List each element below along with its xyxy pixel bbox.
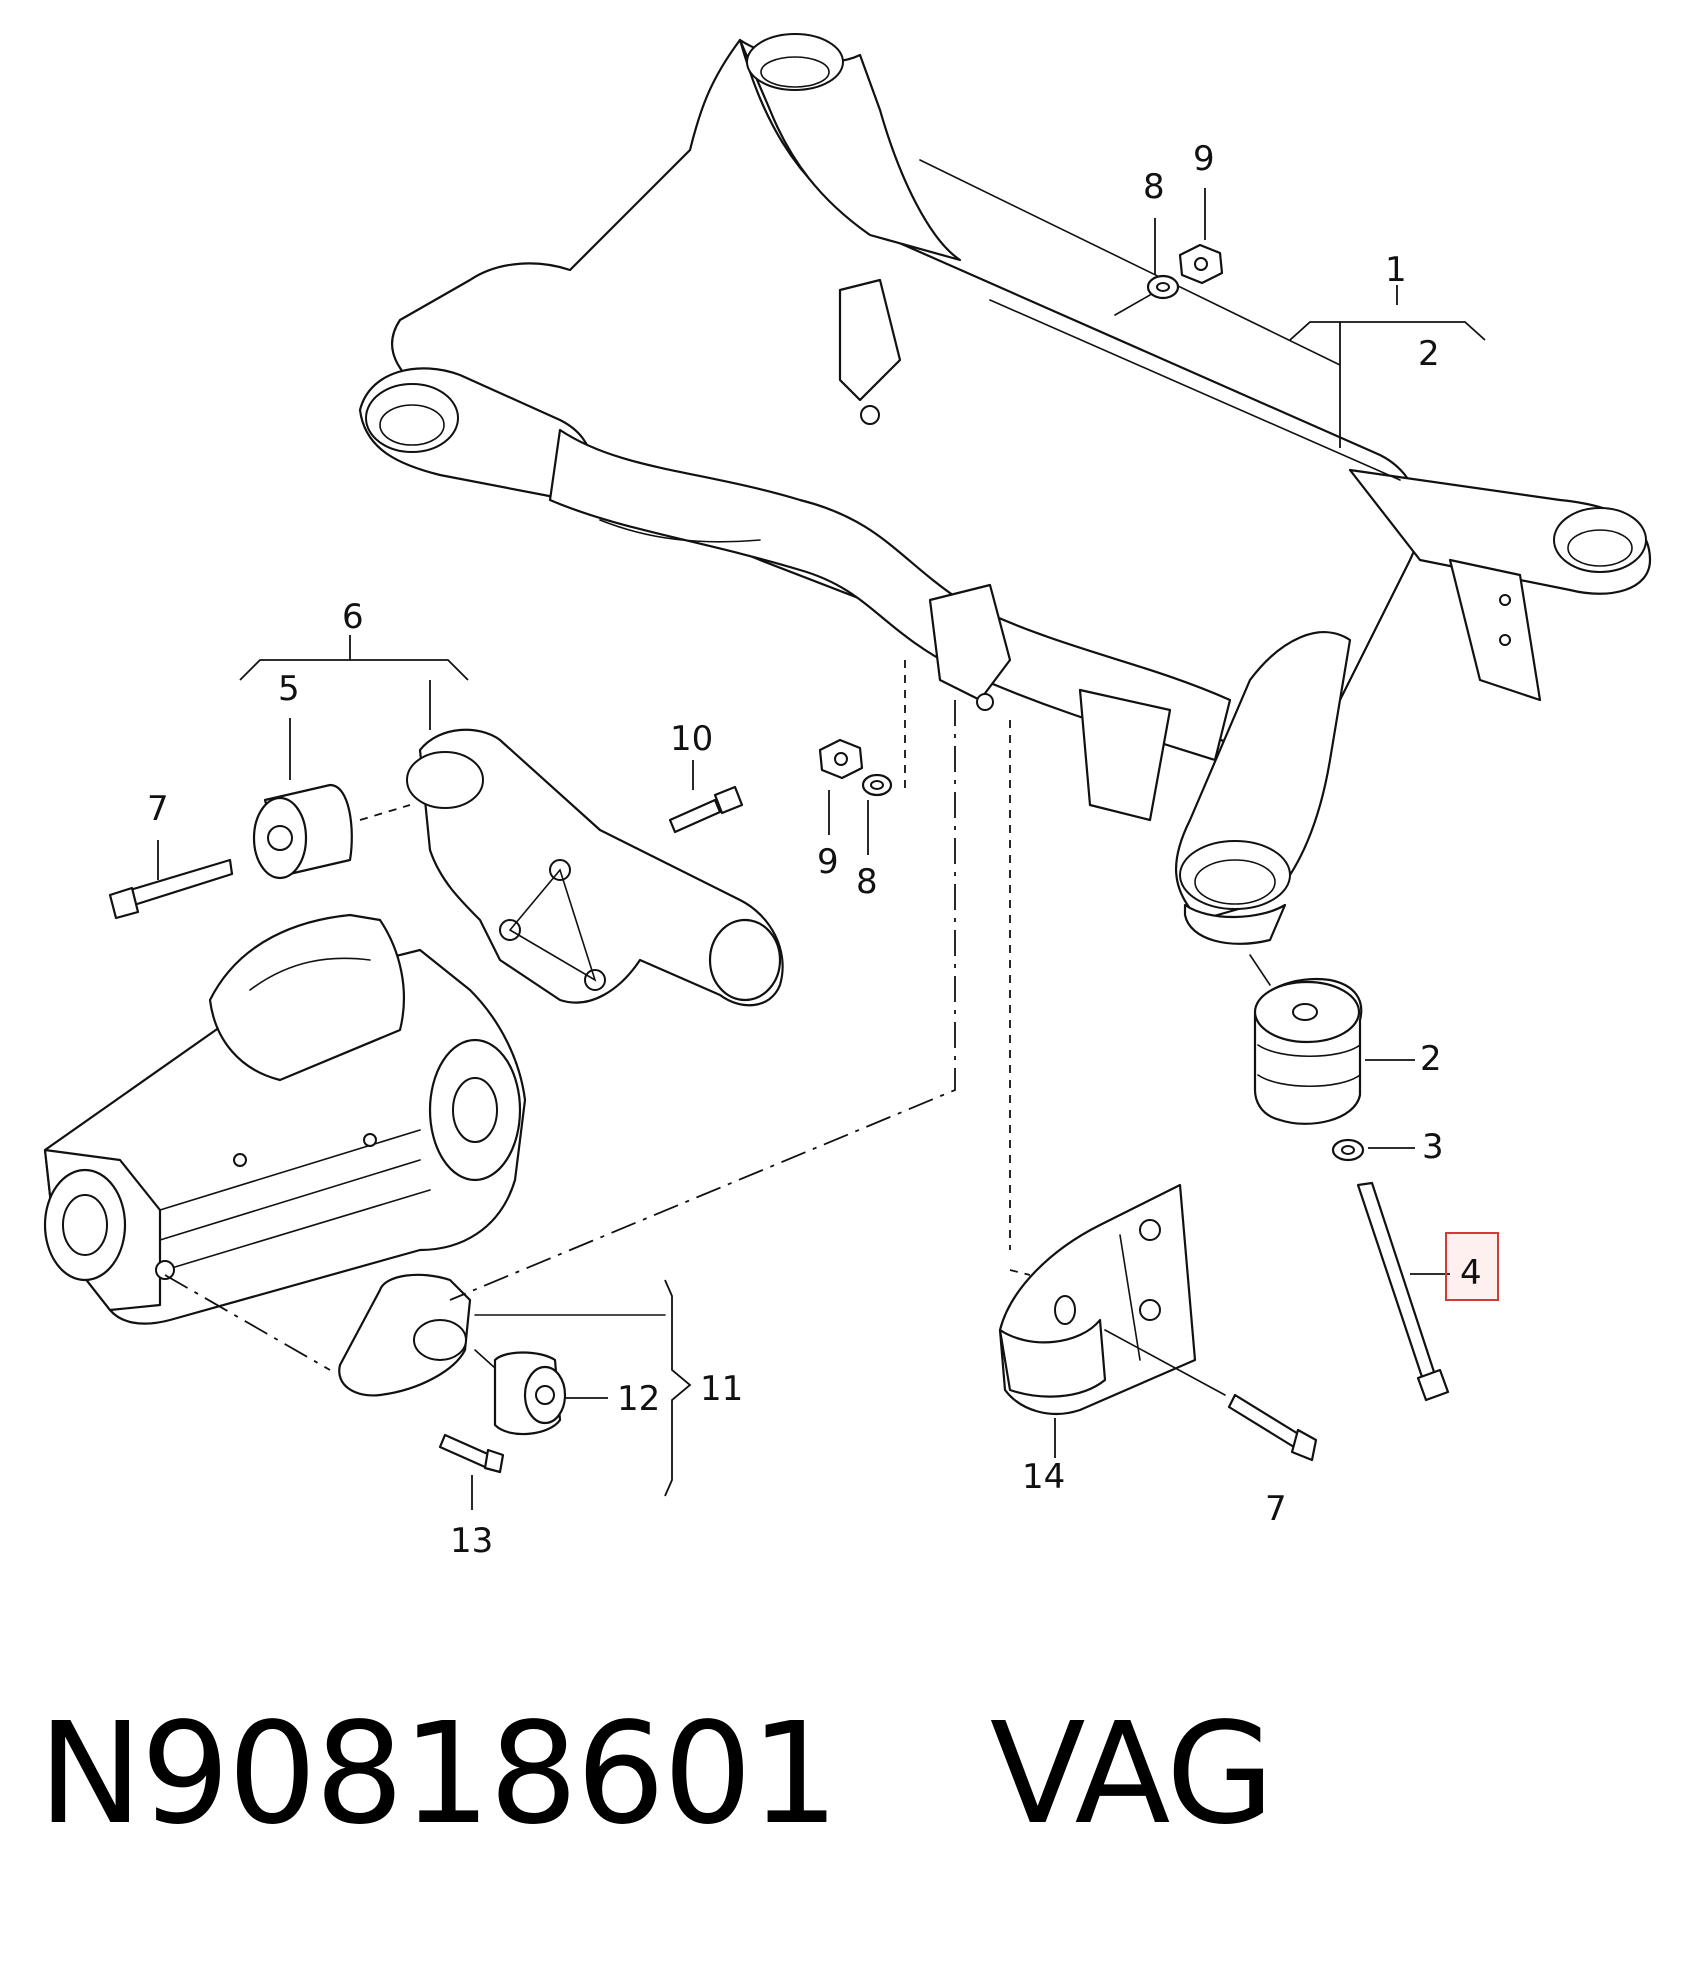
callout-6: 6	[342, 597, 364, 637]
callout-8-top: 8	[1143, 167, 1165, 207]
differential-housing-drawing	[43, 913, 527, 1325]
callout-numbers: 1 2 2 3 4 5 6 7 7 8 8 9 9 10 11 12 13 14	[147, 139, 1499, 1561]
assembly-centerlines	[164, 660, 1226, 1396]
callout-2-mount: 2	[1420, 1039, 1442, 1079]
differential-carrier-drawing	[406, 728, 784, 1007]
bracket-11-bushing-12-bolt-13-drawing	[338, 1273, 567, 1474]
nut-9-washer-8-middle-drawing	[818, 738, 893, 797]
callout-9-middle: 9	[817, 842, 839, 882]
bushing-5-and-bolt-7-drawing	[108, 783, 411, 920]
callout-1: 1	[1385, 250, 1407, 290]
rear-subframe-drawing	[358, 33, 1652, 945]
bracket-14-and-bolt-7-drawing	[998, 1183, 1318, 1462]
callout-12: 12	[617, 1379, 660, 1419]
callout-8-middle: 8	[856, 862, 878, 902]
callout-14: 14	[1022, 1457, 1065, 1497]
callout-3: 3	[1422, 1127, 1444, 1167]
callout-9-top: 9	[1193, 139, 1215, 179]
callout-2-top: 2	[1418, 334, 1440, 374]
bolt-10-drawing	[668, 785, 744, 834]
nut-9-washer-8-top-drawing	[1114, 243, 1224, 316]
callout-5: 5	[278, 669, 300, 709]
callout-10: 10	[670, 719, 713, 759]
part-brand: VAG	[989, 1693, 1275, 1856]
callout-11: 11	[700, 1369, 743, 1409]
rubber-mount-2-washer-3-bolt-4-drawing	[1249, 954, 1450, 1402]
highlight-box-4	[1445, 1232, 1499, 1301]
callout-7-left: 7	[147, 789, 169, 829]
callout-leader-lines	[157, 188, 1486, 1510]
part-number: N90818601	[38, 1693, 839, 1856]
callout-7-right: 7	[1265, 1489, 1287, 1529]
callout-13: 13	[450, 1521, 493, 1561]
callout-4: 4	[1460, 1253, 1482, 1293]
part-caption: N90818601 VAG	[38, 1690, 1638, 1860]
